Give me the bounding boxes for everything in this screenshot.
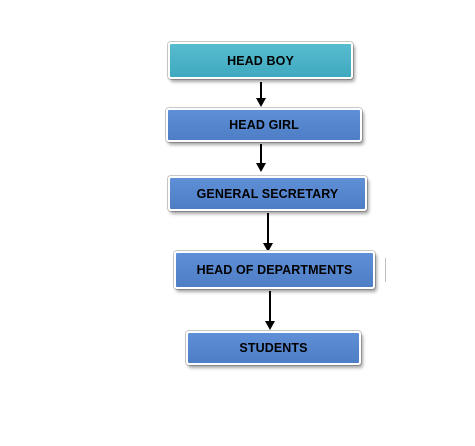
arrow-head-girl-to-general-secretary: [256, 144, 266, 172]
side-line-mark: [385, 258, 386, 282]
node-general-secretary: GENERAL SECRETARY: [168, 176, 367, 211]
node-label-head-girl: HEAD GIRL: [229, 118, 299, 132]
arrow-general-secretary-to-head-of-departments: [263, 213, 273, 252]
arrow-head-boy-to-head-girl: [256, 82, 266, 107]
node-label-head-of-departments: HEAD OF DEPARTMENTS: [196, 263, 353, 277]
node-head-of-departments: HEAD OF DEPARTMENTS: [174, 251, 375, 289]
node-label-head-boy: HEAD BOY: [227, 53, 294, 68]
node-head-boy: HEAD BOY: [168, 42, 353, 79]
node-head-girl: HEAD GIRL: [166, 108, 362, 142]
node-label-students: STUDENTS: [239, 341, 308, 355]
node-label-general-secretary: GENERAL SECRETARY: [196, 186, 339, 201]
arrow-head-of-departments-to-students: [265, 291, 275, 330]
node-students: STUDENTS: [186, 331, 361, 365]
